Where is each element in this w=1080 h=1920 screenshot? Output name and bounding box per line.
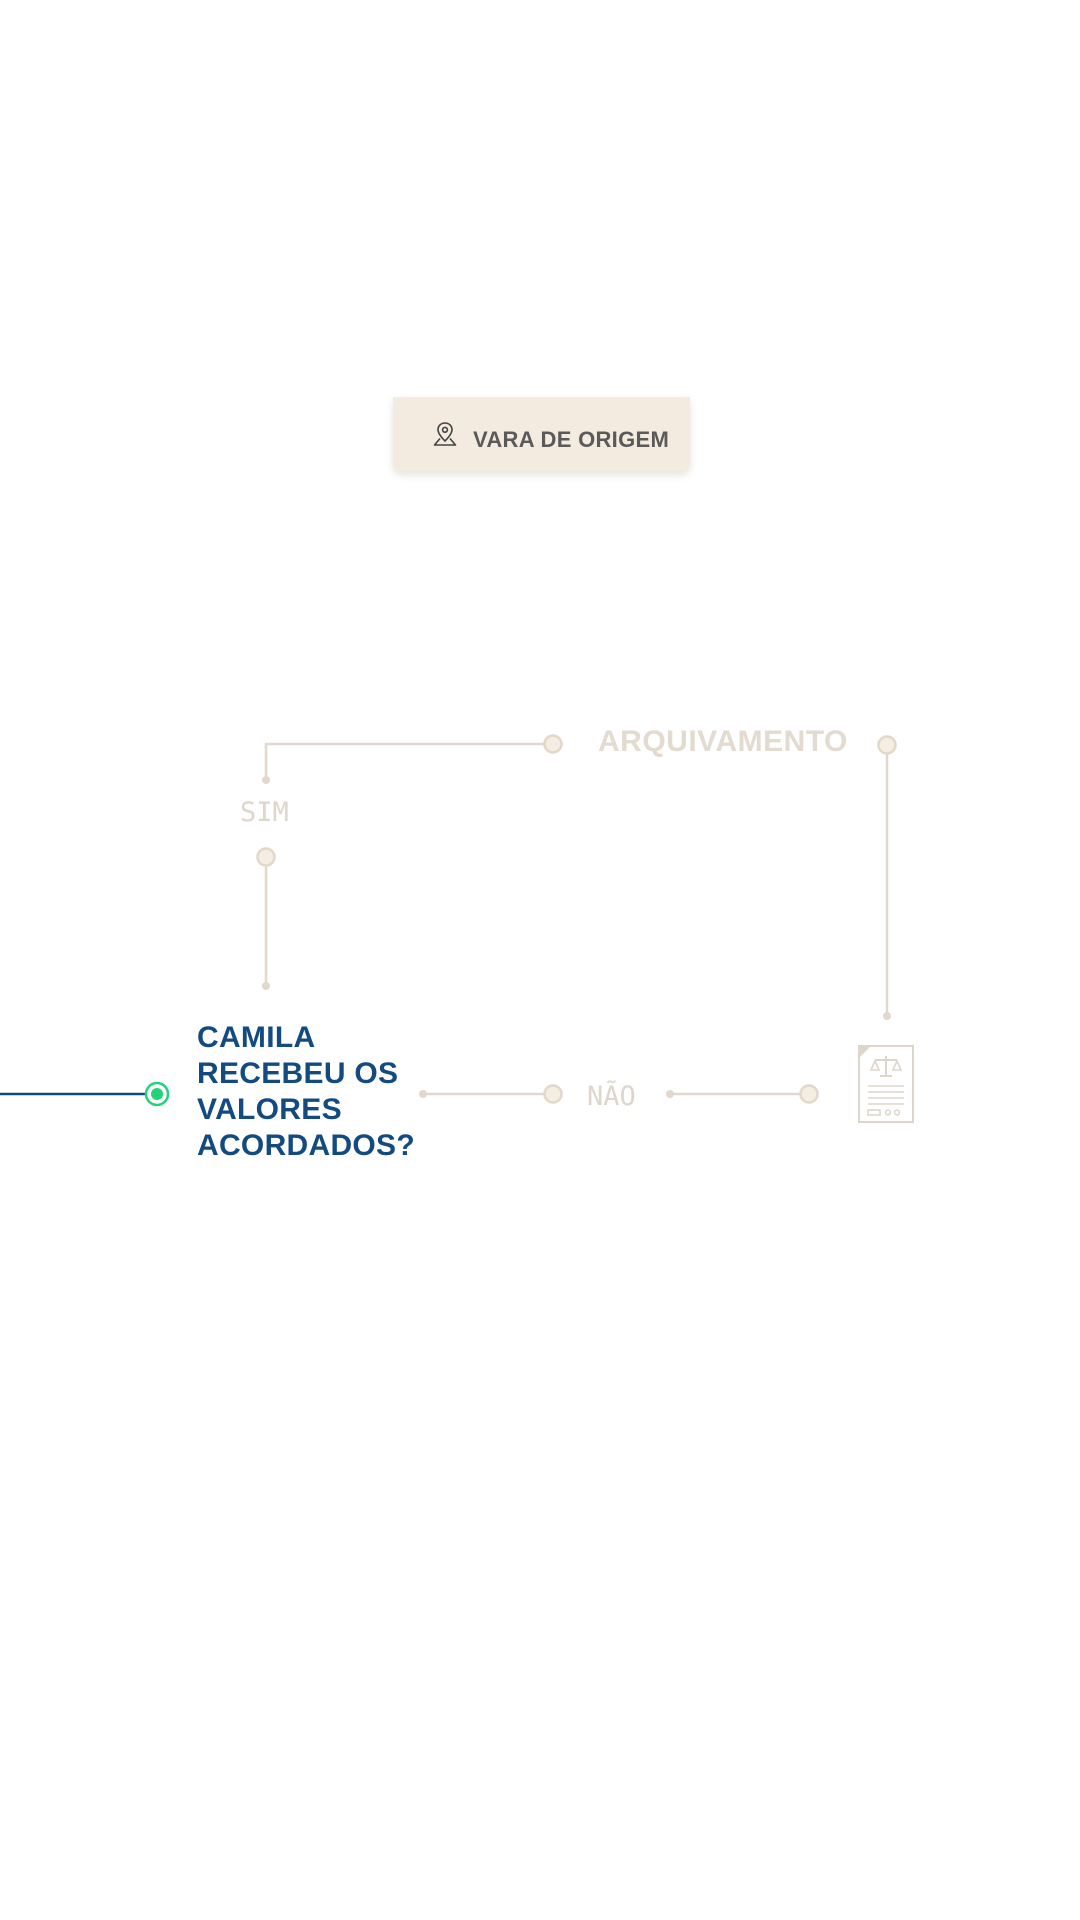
outcome-archive-label: ARQUIVAMENTO — [598, 725, 848, 758]
decision-question: CAMILA RECEBEU OS VALORES ACORDADOS? — [197, 1021, 415, 1162]
no-branch-node — [543, 1084, 563, 1104]
answer-no-label: NÃO — [587, 1081, 636, 1112]
active-node-dot — [151, 1088, 163, 1100]
archive-right-node — [877, 735, 897, 755]
archive-left-node — [543, 734, 563, 754]
archive-down-dot — [883, 1012, 891, 1020]
answer-yes-label: SIM — [240, 797, 289, 828]
location-tag[interactable]: VARA DE ORIGEM — [393, 397, 690, 471]
yes-branch-node — [256, 847, 276, 867]
map-pin-icon — [433, 422, 457, 446]
yes-to-archive-line — [264, 742, 544, 780]
court-document-icon — [858, 1045, 914, 1123]
location-tag-label: VARA DE ORIGEM — [473, 427, 670, 452]
no-outcome-node — [799, 1084, 819, 1104]
